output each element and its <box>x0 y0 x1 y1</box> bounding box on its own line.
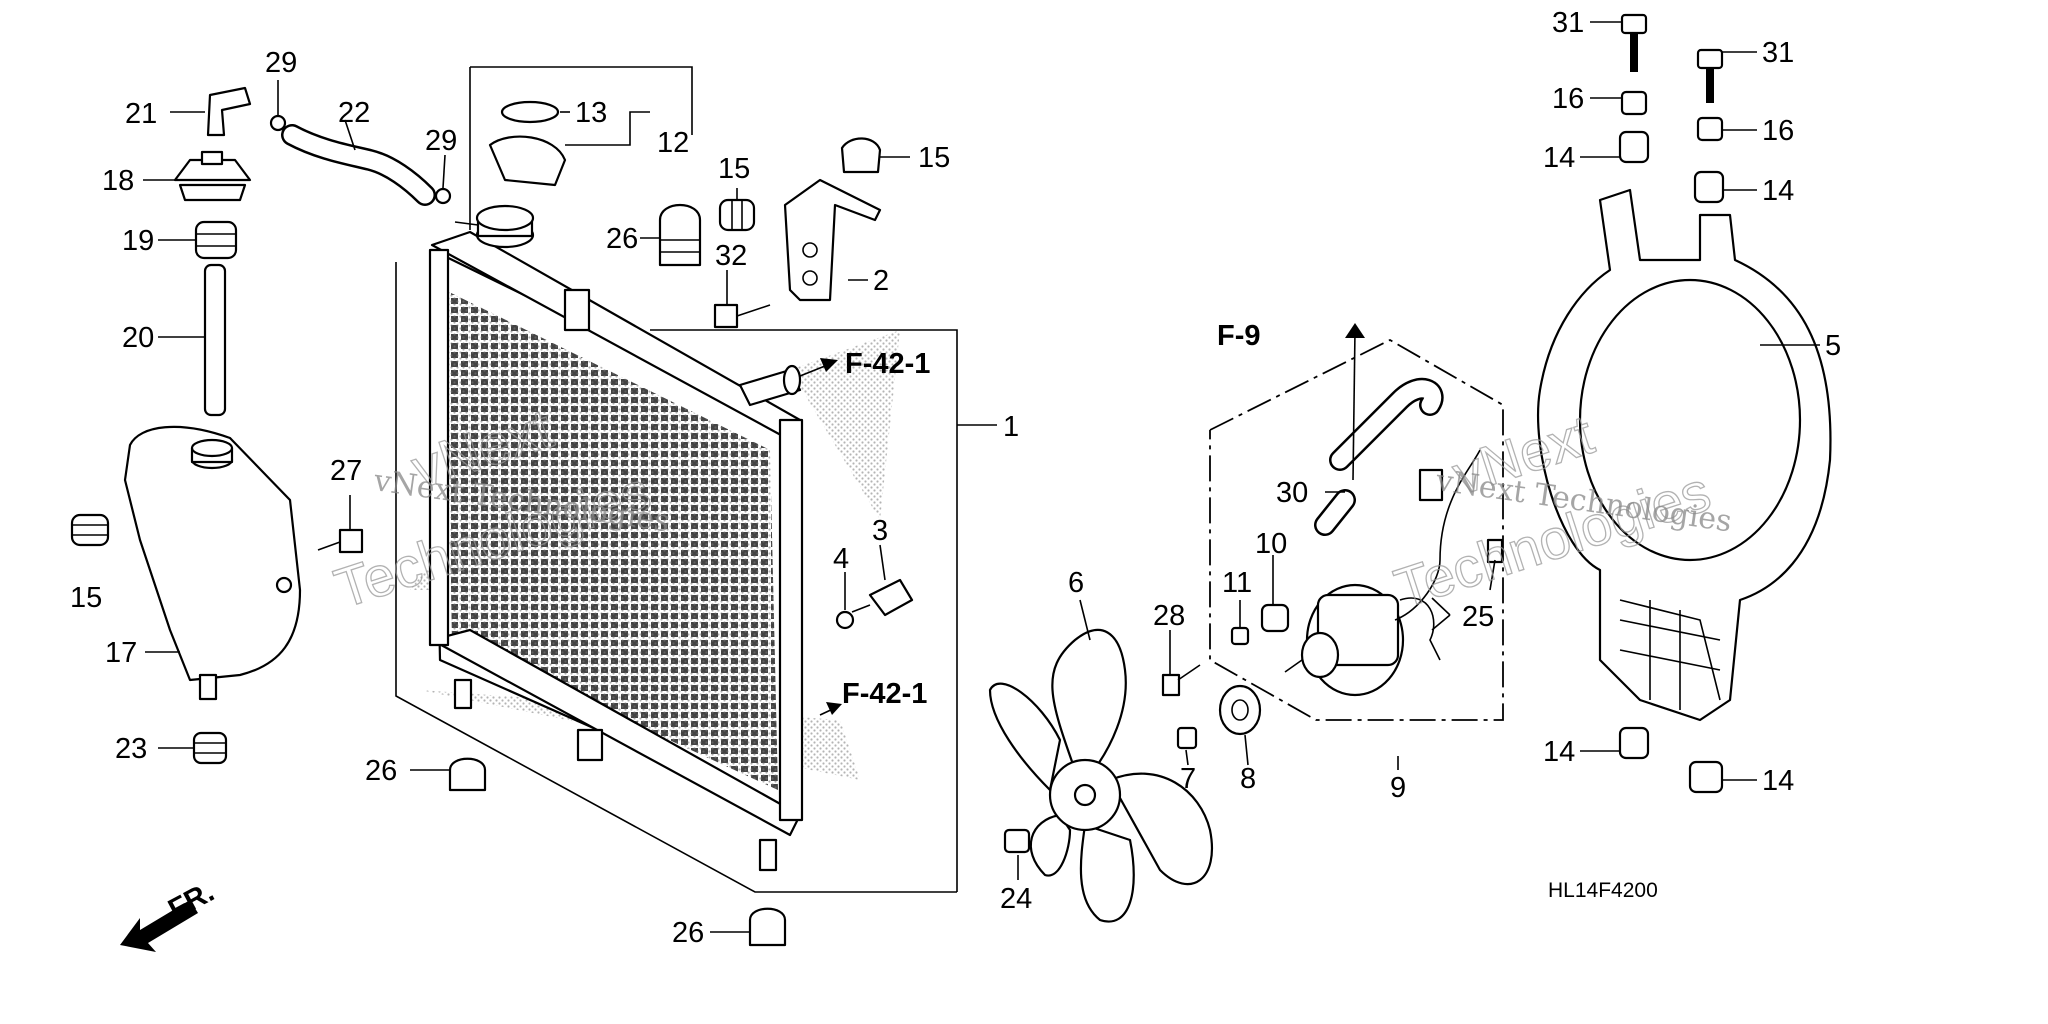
grommet-26-top <box>658 204 702 267</box>
callout-7: 7 <box>1180 763 1196 795</box>
callout-14a: 14 <box>1543 142 1575 174</box>
seal-13 <box>500 100 560 124</box>
radiator-illustration <box>428 204 804 872</box>
bolt-28 <box>1161 664 1201 697</box>
callout-6: 6 <box>1068 567 1084 599</box>
callout-9: 9 <box>1390 772 1406 804</box>
grommet-23 <box>192 731 228 765</box>
callout-2: 2 <box>873 265 889 297</box>
callout-21: 21 <box>125 98 157 130</box>
callout-1: 1 <box>1003 411 1019 443</box>
callout-15b: 15 <box>718 153 750 185</box>
grommet-14-bottom-left <box>1618 726 1650 760</box>
callout-4: 4 <box>833 543 849 575</box>
tube-20 <box>203 263 227 417</box>
grommet-15-top <box>840 137 882 174</box>
callout-5: 5 <box>1825 330 1841 362</box>
elbow-fitting-21 <box>206 86 252 137</box>
callout-29b: 29 <box>425 125 457 157</box>
grommet-14-bottom-right <box>1688 760 1724 794</box>
callout-14c: 14 <box>1543 736 1575 768</box>
callout-13: 13 <box>575 97 607 129</box>
callout-3: 3 <box>872 515 888 547</box>
grommet-26-bottom <box>748 907 787 947</box>
collar-16-right <box>1696 116 1724 142</box>
bracket-2 <box>783 178 882 302</box>
callout-27: 27 <box>330 455 362 487</box>
bolt-32 <box>713 303 771 329</box>
callout-10: 10 <box>1255 528 1287 560</box>
callout-30: 30 <box>1276 477 1308 509</box>
callout-14d: 14 <box>1762 765 1794 797</box>
diagram-code: HL14F4200 <box>1548 879 1658 902</box>
reserve-tank-cap-18 <box>173 150 252 202</box>
callout-17: 17 <box>105 637 137 669</box>
bolt-31-left <box>1620 13 1648 72</box>
grommet-14-top-right <box>1693 170 1725 204</box>
callouts: 29 21 22 29 18 19 20 15 17 23 27 13 12 2… <box>70 7 1841 949</box>
cooling-fan-6 <box>988 629 1213 923</box>
switch-3 <box>851 578 914 617</box>
bolt-31-right <box>1696 48 1724 103</box>
grommet-14-top-left <box>1618 130 1650 164</box>
f42-bottom-arrow-icon <box>819 702 842 716</box>
hose-clamp-29b <box>434 187 452 205</box>
callout-25: 25 <box>1462 601 1494 633</box>
reference-f42-top: F-42-1 <box>845 348 930 380</box>
collar-7 <box>1176 726 1198 750</box>
f9-arrow-icon <box>1345 323 1365 338</box>
callout-15c: 15 <box>918 142 950 174</box>
fan-motor-9 <box>1284 449 1481 697</box>
callout-12: 12 <box>657 127 689 159</box>
callout-31a: 31 <box>1552 7 1584 39</box>
leader-lines <box>143 21 1820 933</box>
hose-clamp-29a <box>269 114 287 132</box>
callout-16b: 16 <box>1762 115 1794 147</box>
fan-motor-group-frame <box>1209 338 1504 721</box>
collar-11 <box>1230 626 1250 646</box>
callout-16a: 16 <box>1552 83 1584 115</box>
callout-14b: 14 <box>1762 175 1794 207</box>
nut-24 <box>1003 828 1031 854</box>
callout-32: 32 <box>715 240 747 272</box>
f42-top-arrow-icon <box>799 358 838 377</box>
radiator-cap-12 <box>488 135 567 187</box>
grommet-15-middle <box>718 198 756 232</box>
callout-26a: 26 <box>606 223 638 255</box>
callout-11: 11 <box>1222 567 1252 599</box>
reference-f42-bottom: F-42-1 <box>842 678 927 710</box>
callout-26c: 26 <box>672 917 704 949</box>
callout-22: 22 <box>338 97 370 129</box>
collar-16-left <box>1620 90 1648 116</box>
callout-20: 20 <box>122 322 154 354</box>
reference-f9: F-9 <box>1217 320 1261 352</box>
callout-8: 8 <box>1240 763 1256 795</box>
callout-29a: 29 <box>265 47 297 79</box>
grommet-26-bottom-left <box>448 757 487 792</box>
callout-19: 19 <box>122 225 154 257</box>
front-arrow-icon: FR. <box>120 876 220 952</box>
callout-31b: 31 <box>1762 37 1794 69</box>
bolt-27 <box>317 528 364 554</box>
grommet-15-left <box>70 513 110 547</box>
callout-28: 28 <box>1153 600 1185 632</box>
fan-shroud-5 <box>1536 188 1832 722</box>
grommet-19 <box>194 220 238 260</box>
hose-22 <box>281 124 436 206</box>
callout-23: 23 <box>115 733 147 765</box>
collar-10 <box>1260 603 1290 633</box>
hose-30 <box>1314 377 1444 536</box>
callout-15a: 15 <box>70 582 102 614</box>
reserve-tank-17 <box>123 425 302 701</box>
washer-4 <box>835 610 855 630</box>
callout-26b: 26 <box>365 755 397 787</box>
washer-8 <box>1218 684 1262 736</box>
radiator-group-frame <box>395 66 958 893</box>
callout-24: 24 <box>1000 883 1032 915</box>
callout-18: 18 <box>102 165 134 197</box>
